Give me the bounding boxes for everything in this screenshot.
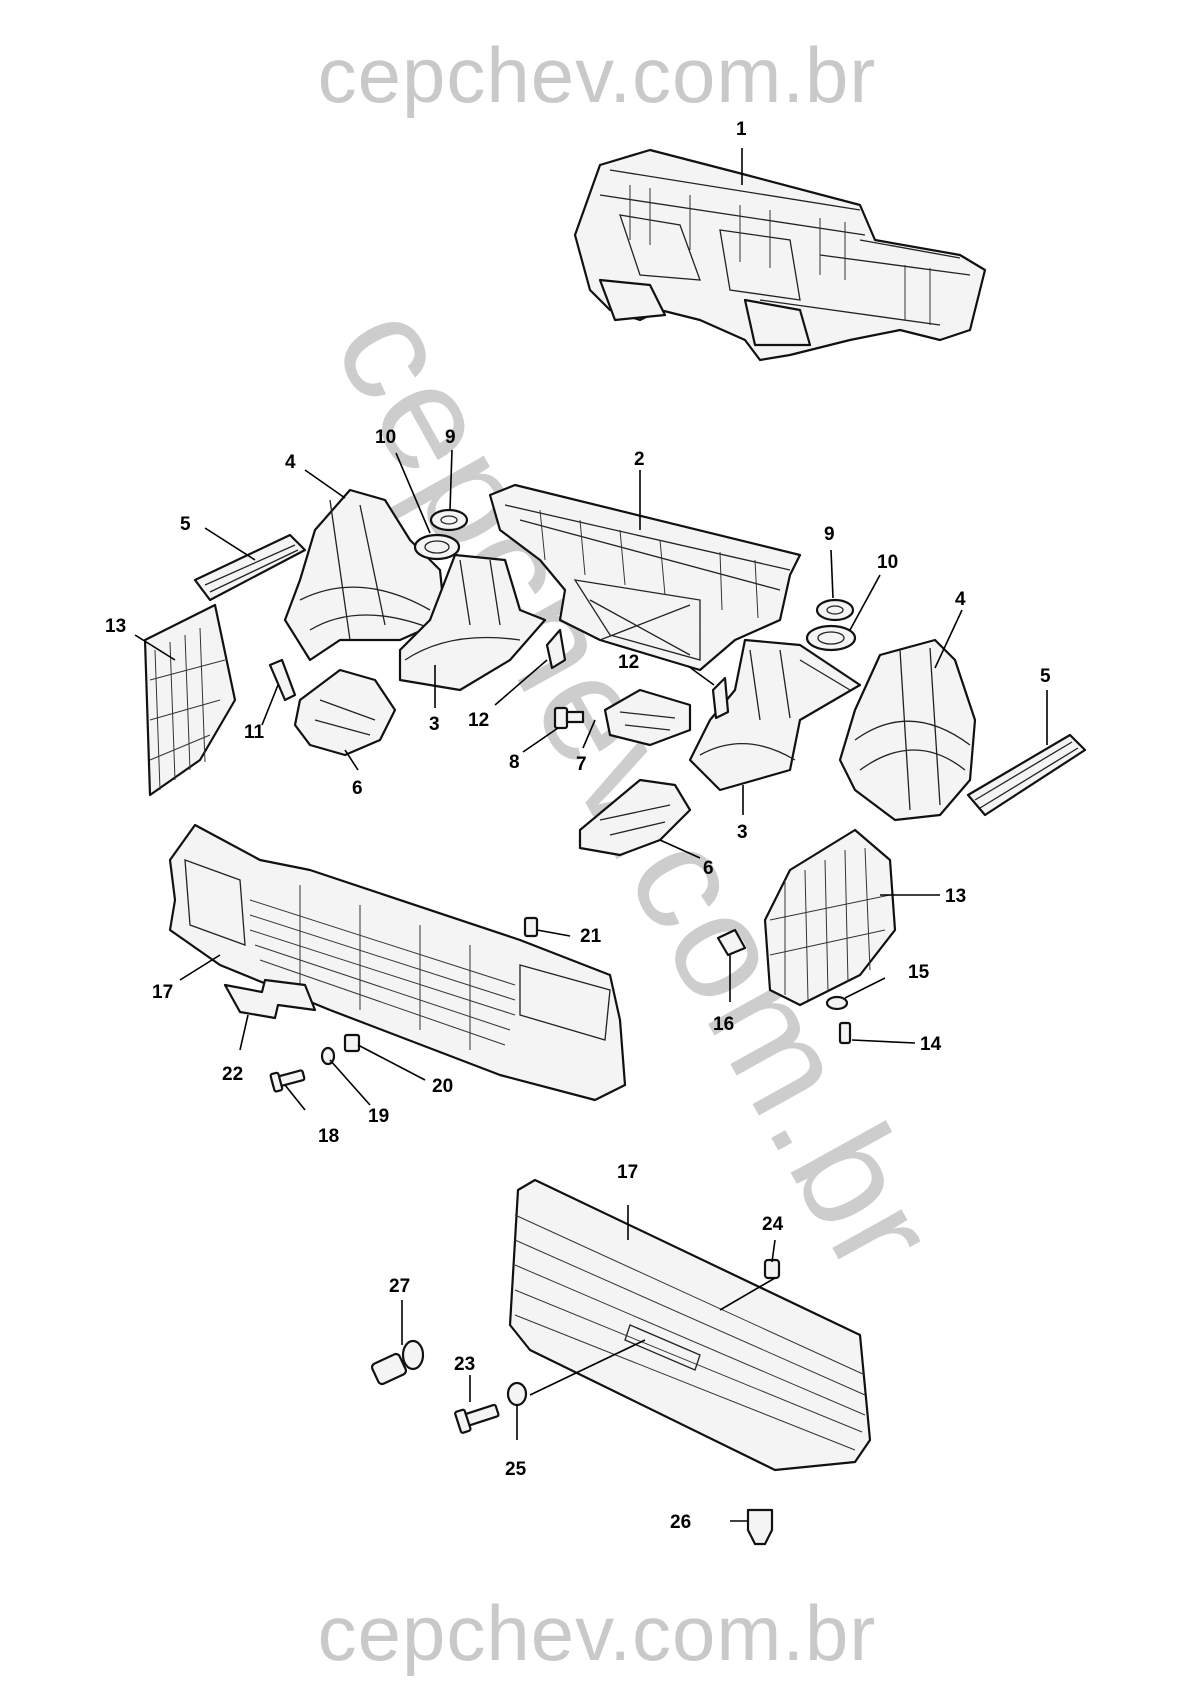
part-4-right-wheelhouse-illustration: [838, 638, 977, 822]
callout-24: 24: [762, 1214, 784, 1235]
callout-2: 2: [634, 449, 645, 470]
part-10-rings-illustration: [413, 533, 857, 652]
part-13-right-fender-liner-illustration: [763, 828, 897, 1007]
callout-4-left: 4: [285, 452, 296, 473]
callout-12-right: 12: [618, 652, 639, 673]
callout-11: 11: [244, 722, 265, 743]
part-16-clip-illustration: [716, 928, 747, 957]
callout-4-right: 4: [955, 589, 966, 610]
part-23-bolt-illustration: [454, 1403, 500, 1434]
callout-10-left: 10: [375, 427, 396, 448]
part-1-front-structure-illustration: [573, 148, 987, 362]
callout-22: 22: [222, 1064, 243, 1085]
part-11-clip-illustration: [268, 658, 297, 702]
callout-13-left: 13: [105, 616, 126, 637]
callout-3-left: 3: [429, 714, 440, 735]
part-4-left-wheelhouse-illustration: [283, 488, 447, 662]
callout-3-right: 3: [737, 822, 748, 843]
callout-9-left: 9: [445, 427, 456, 448]
callout-21: 21: [580, 926, 602, 947]
callout-13-right: 13: [945, 886, 966, 907]
part-13-left-fender-liner-illustration: [143, 603, 237, 797]
part-6-left-cover-illustration: [293, 668, 397, 757]
callout-6-right: 6: [703, 858, 714, 879]
watermark-bottom: cepchev.com.br: [317, 1589, 877, 1677]
part-6-right-cover-illustration: [578, 778, 692, 857]
callout-15: 15: [908, 962, 930, 983]
part-9-grommets-illustration: [429, 508, 855, 622]
part-2-dash-panel-illustration: [488, 483, 802, 672]
callout-7: 7: [576, 754, 587, 775]
callout-19: 19: [368, 1106, 389, 1127]
callout-5-right: 5: [1040, 666, 1051, 687]
callout-9-right: 9: [824, 524, 835, 545]
part-17-front-panel-illustration: [168, 823, 627, 1102]
part-5-right-rail-illustration: [966, 733, 1087, 817]
part-22-bowtie-emblem-illustration: [223, 978, 317, 1020]
part-5-left-rail-illustration: [193, 533, 307, 602]
part-8-bolt-illustration: [553, 706, 585, 730]
callout-26: 26: [670, 1512, 691, 1533]
callout-8: 8: [509, 752, 520, 773]
callout-16: 16: [713, 1014, 734, 1035]
callout-25: 25: [505, 1459, 527, 1480]
part-12-brackets-illustration: [545, 628, 730, 720]
callout-18: 18: [318, 1126, 339, 1147]
callout-5-left: 5: [180, 514, 191, 535]
leader-lines: [134, 148, 1048, 1522]
part-15-washer-illustration: [825, 995, 849, 1011]
callout-1: 1: [736, 119, 747, 140]
part-7-bracket-illustration: [603, 688, 692, 747]
part-26-cap-illustration: [746, 1508, 774, 1546]
part-17-grille-illustration: [508, 1178, 872, 1472]
callout-20: 20: [432, 1076, 453, 1097]
callout-27: 27: [389, 1276, 410, 1297]
watermark-top: cepchev.com.br: [317, 31, 877, 119]
part-24-nut-illustration: [763, 1258, 781, 1280]
callout-10-right: 10: [877, 552, 898, 573]
part-18-bolt-illustration: [269, 1069, 306, 1093]
callout-23: 23: [454, 1354, 475, 1375]
callout-12-left: 12: [468, 710, 489, 731]
callout-labels: 1 2 3 3 4 4 5 5 6 6 7 8 9 9 10 10 11 12 …: [105, 119, 1051, 1533]
part-21-clip-illustration: [523, 916, 539, 938]
callout-17-bottom: 17: [617, 1162, 638, 1183]
part-14-screw-illustration: [838, 1021, 852, 1045]
part-3-left-duct-illustration: [398, 553, 547, 692]
part-20-nut-illustration: [343, 1033, 361, 1053]
part-25-washer-illustration: [506, 1381, 528, 1407]
part-27-clip-illustration: [370, 1339, 425, 1386]
callout-6-left: 6: [352, 778, 363, 799]
callout-17-top: 17: [152, 982, 173, 1003]
callout-14: 14: [920, 1034, 942, 1055]
